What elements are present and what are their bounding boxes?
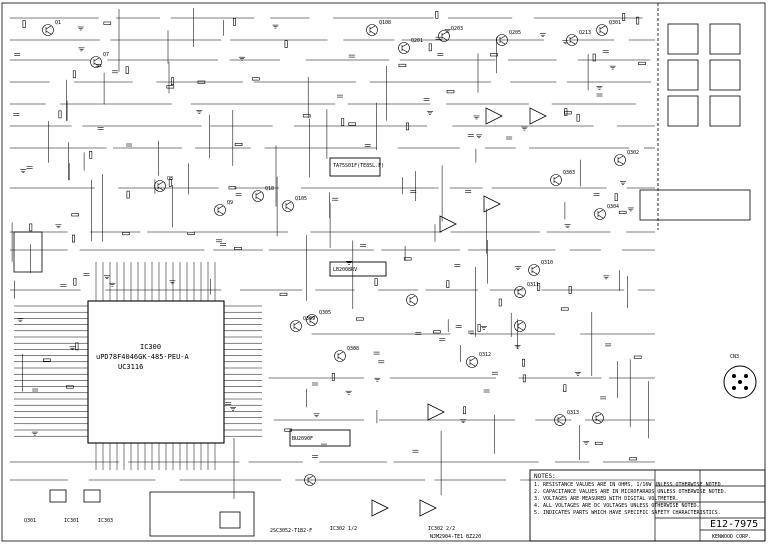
- note-5: 5. INDICATES PARTS WHICH HAVE SPECIFIC S…: [534, 510, 721, 516]
- transistor-label: Q18: [265, 186, 274, 192]
- note-1: 1. RESISTANCE VALUES ARE IN OHMS, 1/16W …: [534, 482, 724, 488]
- ic300-sub: UC3116: [118, 363, 143, 371]
- transistor-label: Q303: [563, 170, 575, 176]
- bottom-label-row: Q301 IC301 IC303 IC302 1/2 IC302 2/2 NJM…: [24, 518, 481, 540]
- bottom-label-5: NJM2904-TE1 BZ220: [430, 534, 481, 540]
- transistor-label: Q302: [627, 150, 639, 156]
- transistor-label: Q305: [319, 310, 331, 316]
- right-chip-stack: [639, 23, 751, 221]
- transistor-label: Q213: [579, 30, 591, 36]
- transistor-label: Q205: [509, 30, 521, 36]
- ic401-label: LB2008RV: [333, 267, 357, 273]
- ic300-pin-lines: [14, 262, 262, 470]
- transistor-label: Q9: [227, 200, 233, 206]
- bottom-label-2: IC303: [98, 518, 113, 524]
- connector-cn3: CN3: [723, 354, 757, 399]
- components: [13, 11, 646, 486]
- transistor-label: Q311: [527, 282, 539, 288]
- transistor-label: Q201: [411, 38, 423, 44]
- ic300-ref: IC300: [140, 343, 161, 351]
- bottom-label-4: IC302 2/2: [428, 526, 455, 532]
- note-3: 3. VOLTAGES ARE MEASURED WITH DIGITAL VO…: [534, 496, 679, 502]
- transistor-label: Q312: [479, 352, 491, 358]
- drawing-number: E12-7975: [710, 519, 758, 530]
- transistor-label: Q301: [609, 20, 621, 26]
- transistor-label: Q313: [567, 410, 579, 416]
- transistor-label: Q309: [303, 316, 315, 322]
- ic300: IC300 uPD78F4046GK-485-PEU-A UC3116: [87, 300, 225, 444]
- bottom-label-0: Q301: [24, 518, 36, 524]
- bottom-label-1: IC301: [64, 518, 79, 524]
- transistor-label: Q105: [295, 196, 307, 202]
- note-4: 4. ALL VOLTAGES ARE DC VOLTAGES UNLESS O…: [534, 503, 700, 509]
- transistor-label: Q308: [347, 346, 359, 352]
- ic6-label: TA75S01F(TE85L.F): [333, 163, 384, 169]
- transistor-label: Q8: [167, 176, 173, 182]
- connector-label: CN3: [730, 354, 739, 360]
- ic401: LB2008RV: [329, 261, 387, 277]
- wiring: [10, 8, 655, 499]
- notes-title: NOTES:: [534, 473, 556, 480]
- left-small-ics: [13, 231, 255, 537]
- ic6: TA75S01F(TE85L.F): [329, 157, 384, 177]
- title-block: NOTES: 1. RESISTANCE VALUES ARE IN OHMS,…: [529, 469, 766, 542]
- transistor-label: Q203: [451, 26, 463, 32]
- note-2: 2. CAPACITANCE VALUES ARE IN MICROFARADS…: [534, 489, 727, 495]
- bottom-label-3: IC302 1/2: [330, 526, 357, 532]
- transistor-label: Q1: [55, 20, 61, 26]
- ic303: BU2090F: [289, 429, 351, 447]
- company-name: KENWOOD CORP.: [712, 534, 751, 540]
- opamp-triangles: [371, 107, 547, 517]
- ic303-label: BU2090F: [292, 436, 313, 442]
- bottom-label-6: 2SC3052-T1B2-F: [270, 528, 312, 534]
- transistor-label: Q7: [103, 52, 109, 58]
- transistor-label: Q108: [379, 20, 391, 26]
- ic300-part: uPD78F4046GK-485-PEU-A: [96, 353, 190, 361]
- transistor-label: Q310: [541, 260, 553, 266]
- transistor-label: Q304: [607, 204, 619, 210]
